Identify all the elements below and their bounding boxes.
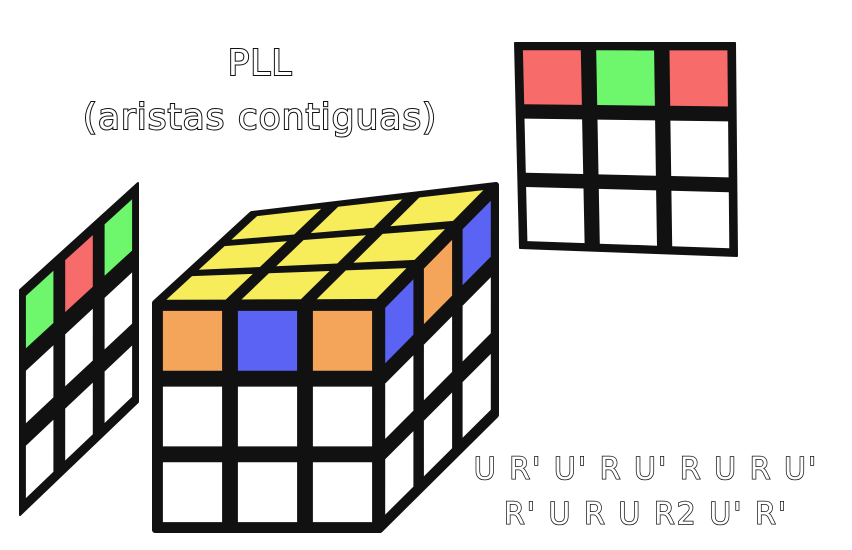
right-face bbox=[379, 184, 497, 531]
back-sticker-1-1 bbox=[597, 119, 656, 176]
right-sticker-0-0 bbox=[385, 279, 414, 364]
back-sticker-2-1 bbox=[598, 188, 657, 246]
front-face bbox=[154, 302, 381, 531]
left-sticker-1-1 bbox=[65, 308, 93, 387]
front-sticker-2-2 bbox=[312, 462, 373, 523]
title-subtitle: (aristas contiguas) bbox=[82, 97, 438, 138]
back-face-panel bbox=[514, 42, 738, 257]
left-sticker-1-2 bbox=[104, 272, 133, 350]
top-sticker-2-1 bbox=[241, 271, 330, 300]
top-sticker-0-1 bbox=[310, 199, 403, 234]
left-sticker-2-1 bbox=[65, 382, 93, 461]
right-sticker-2-2 bbox=[462, 353, 491, 438]
back-sticker-2-0 bbox=[526, 187, 585, 244]
top-sticker-1-0 bbox=[198, 241, 287, 270]
left-sticker-0-0 bbox=[25, 270, 54, 349]
right-sticker-0-2 bbox=[462, 200, 491, 286]
back-sticker-0-0 bbox=[522, 50, 582, 105]
back-sticker-1-0 bbox=[524, 118, 584, 174]
top-sticker-1-2 bbox=[353, 229, 445, 263]
front-sticker-1-0 bbox=[162, 386, 223, 447]
front-sticker-0-1 bbox=[237, 310, 298, 371]
right-sticker-1-1 bbox=[423, 316, 453, 401]
right-sticker-1-0 bbox=[385, 355, 414, 439]
top-sticker-2-2 bbox=[316, 268, 407, 300]
top-sticker-0-0 bbox=[231, 208, 322, 240]
right-sticker-2-0 bbox=[385, 431, 414, 515]
title-pll: PLL bbox=[227, 43, 293, 84]
back-sticker-0-1 bbox=[596, 50, 655, 106]
front-sticker-2-0 bbox=[162, 462, 223, 523]
front-sticker-0-2 bbox=[312, 310, 373, 371]
algorithm-line-1: U R' U' R U' R U R U' bbox=[473, 452, 819, 487]
left-sticker-2-2 bbox=[104, 345, 133, 423]
left-sticker-0-2 bbox=[104, 199, 133, 276]
front-sticker-0-0 bbox=[162, 310, 223, 371]
top-sticker-0-2 bbox=[390, 190, 484, 227]
left-face-panel bbox=[19, 182, 139, 516]
algorithm-line-2: R' U R U R2 U' R' bbox=[503, 497, 789, 532]
right-sticker-2-1 bbox=[423, 392, 453, 477]
top-sticker-1-1 bbox=[276, 235, 366, 267]
top-sticker-2-0 bbox=[166, 273, 253, 300]
top-face bbox=[154, 184, 497, 304]
back-sticker-2-2 bbox=[671, 190, 730, 249]
front-sticker-1-1 bbox=[237, 386, 298, 447]
back-sticker-1-2 bbox=[670, 120, 729, 178]
front-sticker-2-1 bbox=[237, 462, 298, 523]
left-sticker-2-0 bbox=[25, 419, 54, 499]
back-sticker-0-2 bbox=[669, 50, 728, 107]
right-sticker-0-1 bbox=[423, 239, 453, 325]
front-sticker-1-2 bbox=[312, 386, 373, 447]
left-sticker-1-0 bbox=[25, 345, 54, 424]
left-sticker-0-1 bbox=[65, 235, 93, 313]
right-sticker-1-2 bbox=[462, 277, 491, 362]
